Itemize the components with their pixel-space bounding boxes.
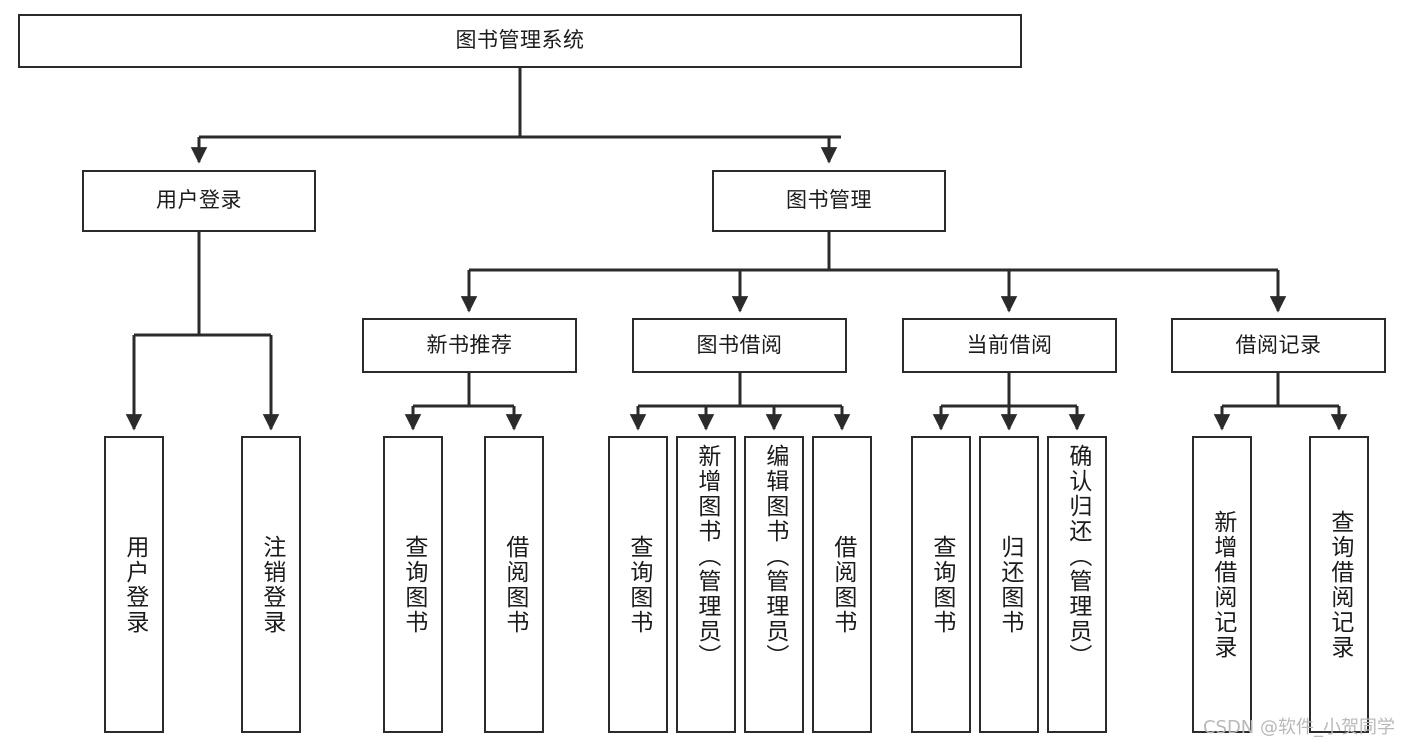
leaf-borrow-book-recommend-label: 借阅图书 (501, 534, 528, 635)
leaf-return-book[interactable]: 归还图书 (979, 436, 1039, 733)
leaf-query-book-borrow-label: 查询图书 (625, 534, 652, 635)
leaf-edit-book[interactable]: 编辑图书（管理员） (744, 436, 804, 733)
node-root-label: 图书管理系统 (455, 28, 585, 53)
leaf-query-borrow-record-label: 查询借阅记录 (1326, 509, 1353, 660)
leaf-add-borrow-record-label: 新增借阅记录 (1209, 509, 1236, 660)
leaf-user-login[interactable]: 用户登录 (104, 436, 164, 733)
node-book-manage[interactable]: 图书管理 (712, 170, 946, 232)
node-user-login-label: 用户登录 (156, 188, 242, 213)
leaf-query-borrow-record[interactable]: 查询借阅记录 (1309, 436, 1369, 733)
leaf-logout-label: 注销登录 (258, 534, 285, 635)
leaf-add-borrow-record[interactable]: 新增借阅记录 (1192, 436, 1252, 733)
leaf-query-book-recommend[interactable]: 查询图书 (383, 436, 443, 733)
node-user-login[interactable]: 用户登录 (82, 170, 316, 232)
leaf-add-book[interactable]: 新增图书（管理员） (676, 436, 736, 733)
node-book-borrow-label: 图书借阅 (696, 332, 783, 357)
watermark: CSDN @软件_小贺同学 (1202, 717, 1395, 738)
node-book-manage-label: 图书管理 (786, 188, 872, 213)
leaf-add-book-label: 新增图书（管理员） (693, 444, 720, 669)
node-new-book-recommend-label: 新书推荐 (426, 332, 513, 357)
leaf-borrow-book-recommend[interactable]: 借阅图书 (484, 436, 544, 733)
leaf-query-book-recommend-label: 查询图书 (400, 534, 427, 635)
node-root[interactable]: 图书管理系统 (18, 14, 1022, 68)
node-borrow-record-label: 借阅记录 (1235, 332, 1322, 357)
leaf-confirm-return-label: 确认归还（管理员） (1064, 444, 1091, 669)
leaf-logout[interactable]: 注销登录 (241, 436, 301, 733)
leaf-query-book-borrow[interactable]: 查询图书 (608, 436, 668, 733)
leaf-user-login-label: 用户登录 (121, 534, 148, 635)
node-current-borrow-label: 当前借阅 (966, 332, 1053, 357)
leaf-borrow-book[interactable]: 借阅图书 (812, 436, 872, 733)
leaf-borrow-book-label: 借阅图书 (829, 534, 856, 635)
node-new-book-recommend[interactable]: 新书推荐 (362, 318, 577, 373)
leaf-return-book-label: 归还图书 (996, 534, 1023, 635)
leaf-query-book-current-label: 查询图书 (928, 534, 955, 635)
node-borrow-record[interactable]: 借阅记录 (1171, 318, 1386, 373)
leaf-query-book-current[interactable]: 查询图书 (911, 436, 971, 733)
node-book-borrow[interactable]: 图书借阅 (632, 318, 847, 373)
leaf-edit-book-label: 编辑图书（管理员） (761, 444, 788, 669)
node-current-borrow[interactable]: 当前借阅 (902, 318, 1117, 373)
leaf-confirm-return[interactable]: 确认归还（管理员） (1047, 436, 1107, 733)
